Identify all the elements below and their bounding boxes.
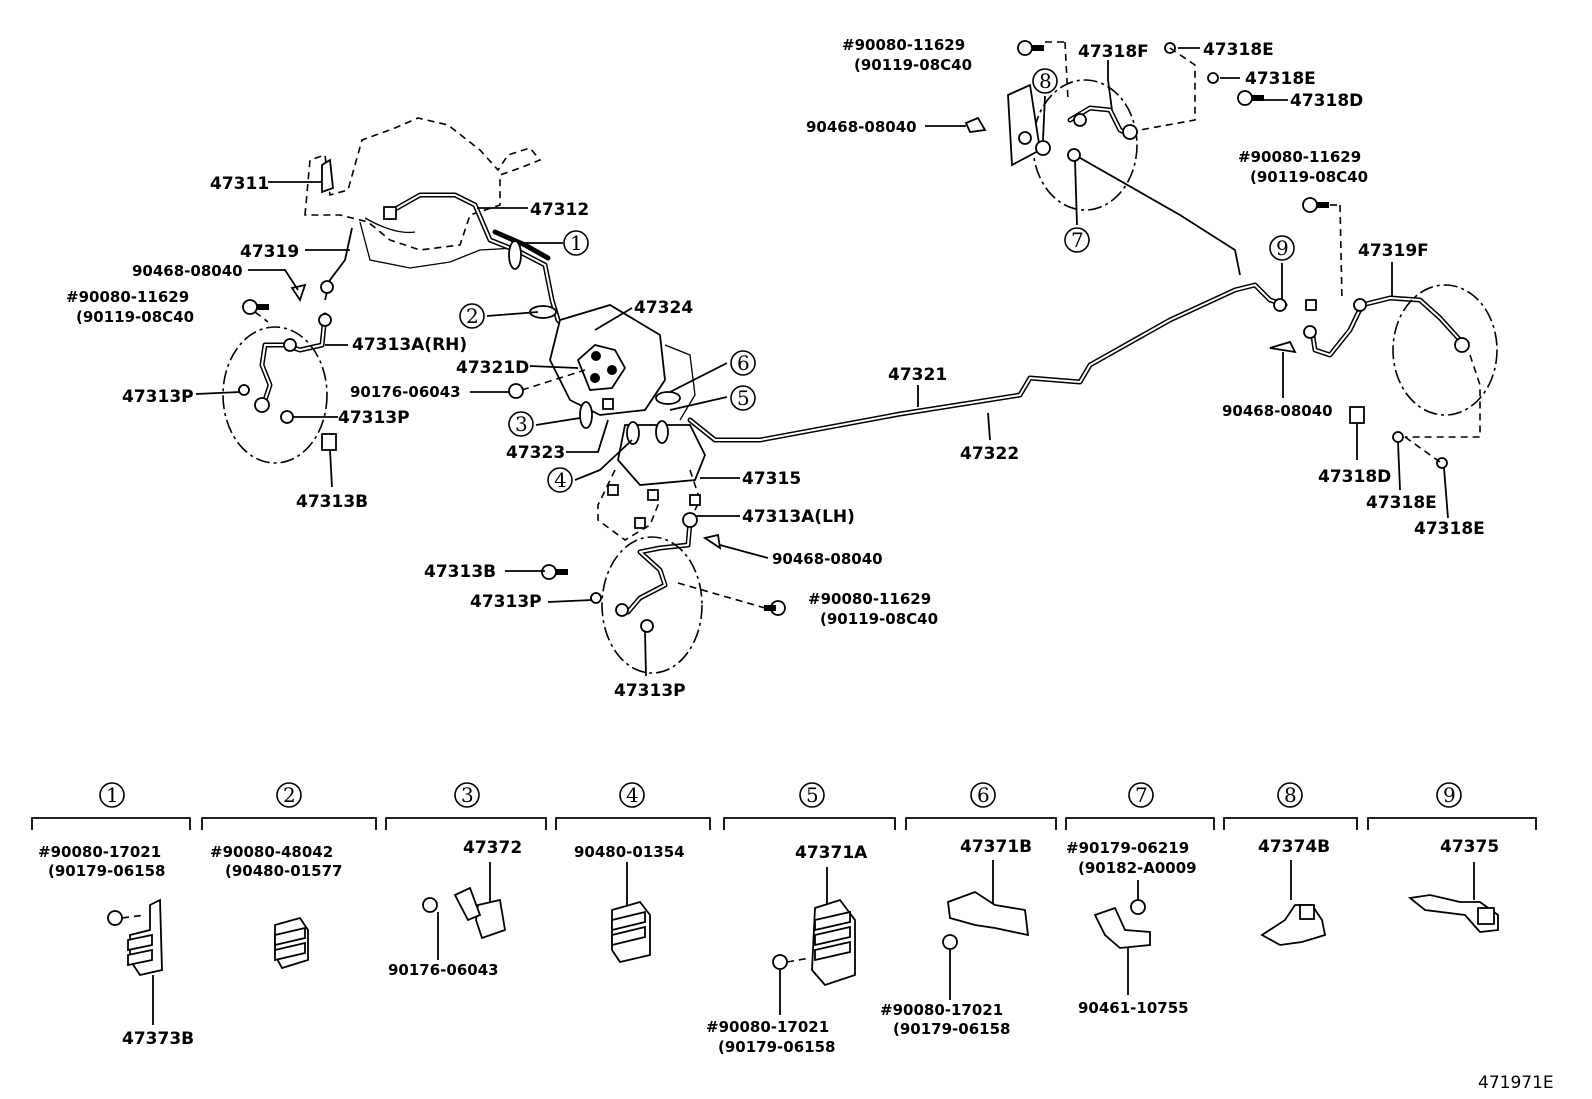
callout-7: 7 [1071, 228, 1084, 252]
detail-5-l2: #90080-17021 [706, 1018, 829, 1036]
detail-7-l3: 90461-10755 [1078, 999, 1189, 1017]
detail-6-l3: (90179-06158 [893, 1020, 1010, 1038]
label-90119-a: (90119-08C40 [76, 308, 194, 326]
small-parts [238, 40, 1470, 633]
detail-8-l1: 47374B [1258, 837, 1330, 857]
detail-2-l1: #90080-48042 [210, 843, 333, 861]
detail-5-l1: 47371A [795, 843, 868, 863]
detail-num-8: 8 [1284, 783, 1297, 807]
label-90468-d: 90468-08040 [1222, 402, 1333, 420]
callout-6: 6 [737, 351, 750, 375]
detail-4-l1: 90480-01354 [574, 843, 685, 861]
detail-6-l2: #90080-17021 [880, 1001, 1003, 1019]
label-90080-c: #90080-11629 [842, 36, 965, 54]
label-47313P-a: 47313P [122, 387, 194, 407]
diagram-id: 471971E [1478, 1073, 1554, 1093]
label-47321: 47321 [888, 365, 947, 385]
label-47319F: 47319F [1358, 241, 1429, 261]
label-47313A-rh: 47313A(RH) [352, 335, 467, 355]
rear-rh-wheel-outline [1392, 284, 1498, 416]
label-90080-a: #90080-11629 [66, 288, 189, 306]
label-47313A-lh: 47313A(LH) [742, 507, 855, 527]
label-90468-a: 90468-08040 [132, 262, 243, 280]
detail-num-1: 1 [106, 783, 119, 807]
detail-num-4: 4 [626, 783, 639, 807]
detail-9-l1: 47375 [1440, 837, 1499, 857]
label-90468-b: 90468-08040 [772, 550, 883, 568]
detail-7-l2: (90182-A0009 [1078, 859, 1197, 877]
callout-9: 9 [1276, 236, 1289, 260]
label-47318D-b: 47318D [1318, 467, 1391, 487]
callout-2: 2 [466, 304, 479, 328]
label-90080-b: #90080-11629 [808, 590, 931, 608]
callout-5: 5 [737, 386, 750, 410]
front-rh-wheel-outline [222, 326, 328, 464]
detail-row: 1 2 3 4 5 6 7 8 9 #90080-17021 (90179-06… [31, 782, 1537, 1056]
detail-5-l3: (90179-06158 [718, 1038, 835, 1056]
label-47313P-b: 47313P [338, 408, 410, 428]
part-labels: 47311 47312 47319 90468-08040 #90080-116… [66, 36, 1485, 701]
label-47313B-b: 47313B [424, 562, 496, 582]
detail-1-l3: 47373B [122, 1029, 194, 1049]
label-47311: 47311 [210, 174, 269, 194]
detail-2-l2: (90480-01577 [225, 862, 342, 880]
label-90119-c: (90119-08C40 [854, 56, 972, 74]
callout-1: 1 [570, 231, 583, 255]
label-47318F: 47318F [1078, 42, 1149, 62]
valve-block-assembly [549, 304, 706, 541]
detail-num-2: 2 [283, 783, 296, 807]
label-47318E-d: 47318E [1414, 519, 1485, 539]
label-90176-a: 90176-06043 [350, 383, 461, 401]
label-47319: 47319 [240, 242, 299, 262]
detail-6-l1: 47371B [960, 837, 1032, 857]
clip-bands [508, 240, 681, 445]
callout-markers: 1 2 3 4 5 6 7 8 9 [459, 68, 1295, 493]
label-90119-b: (90119-08C40 [820, 610, 938, 628]
callout-3: 3 [515, 412, 528, 436]
label-47323: 47323 [506, 443, 565, 463]
detail-1-l2: (90179-06158 [48, 862, 165, 880]
label-47321D: 47321D [456, 358, 529, 378]
master-cylinder-outline [304, 117, 542, 269]
leader-lines [195, 41, 1481, 677]
detail-1-l1: #90080-17021 [38, 843, 161, 861]
detail-3-l1: 47372 [463, 838, 522, 858]
detail-num-6: 6 [977, 783, 990, 807]
label-47313P-c: 47313P [470, 592, 542, 612]
detail-num-5: 5 [806, 783, 819, 807]
label-90119-d: (90119-08C40 [1250, 168, 1368, 186]
label-47313B-a: 47313B [296, 492, 368, 512]
callout-8: 8 [1039, 69, 1052, 93]
label-90468-c: 90468-08040 [806, 118, 917, 136]
label-47318E-a: 47318E [1203, 40, 1274, 60]
detail-3-l2: 90176-06043 [388, 961, 499, 979]
label-47324: 47324 [634, 298, 693, 318]
callout-4: 4 [554, 468, 567, 492]
detail-num-7: 7 [1135, 783, 1148, 807]
label-47312: 47312 [530, 200, 589, 220]
detail-7-l1: #90179-06219 [1066, 839, 1189, 857]
label-47313P-d: 47313P [614, 681, 686, 701]
label-47318D-a: 47318D [1290, 91, 1363, 111]
label-47322: 47322 [960, 444, 1019, 464]
label-47318E-b: 47318E [1245, 69, 1316, 89]
label-47315: 47315 [742, 469, 801, 489]
label-47318E-c: 47318E [1366, 493, 1437, 513]
detail-num-3: 3 [461, 783, 474, 807]
detail-num-9: 9 [1443, 783, 1456, 807]
label-90080-d: #90080-11629 [1238, 148, 1361, 166]
front-lh-wheel-outline [601, 536, 703, 674]
